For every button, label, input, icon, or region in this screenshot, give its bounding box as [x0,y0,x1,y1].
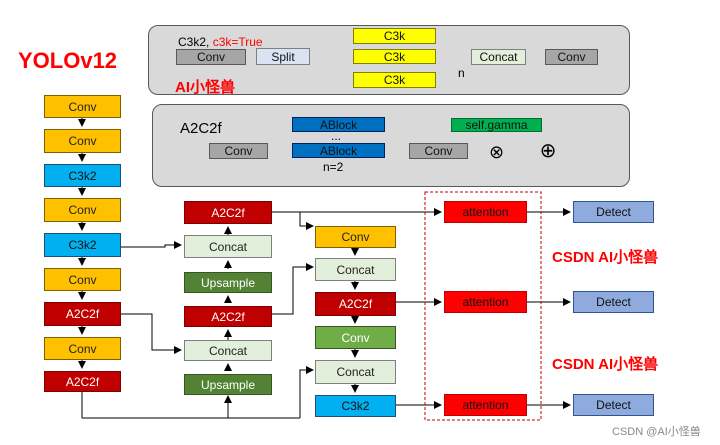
backbone-conv-5: Conv [44,337,121,360]
a2c2f-panel-title: A2C2f [180,120,222,137]
multiply-icon: ⊗ [488,141,505,162]
ablock-2: ABlock [292,143,385,158]
attention-block-1: attention [444,201,527,223]
neck-concat-2: Concat [184,340,272,361]
neck-a2c2f-mid: A2C2f [184,306,272,327]
neck-right-concat-1: Concat [315,258,396,281]
c3k-block-1: C3k [353,28,436,44]
c3k2-n-label: n [458,66,465,80]
add-icon: ⊕ [539,140,557,162]
neck-conv-2: Conv [315,326,396,349]
neck-c3k2: C3k2 [315,395,396,417]
c3k2-title-flag: c3k=True [212,35,263,49]
c3k2-conv-out-block: Conv [545,49,598,65]
c3k-block-3: C3k [353,72,436,88]
neck-upsample-1: Upsample [184,272,272,293]
backbone-conv-3: Conv [44,198,121,222]
neck-concat-1: Concat [184,235,272,258]
backbone-conv-4: Conv [44,268,121,291]
detect-block-1: Detect [573,201,654,223]
ablock-1: ABlock [292,117,385,132]
attention-block-3: attention [444,394,527,416]
attention-region [424,191,542,421]
c3k-block-2: C3k [353,49,436,64]
model-title: YOLOv12 [18,48,118,73]
self-gamma-block: self.gamma [451,118,542,132]
a2c2f-conv-out-block: Conv [409,143,468,159]
attention-block-2: attention [444,291,527,313]
backbone-a2c2f-1: A2C2f [44,302,121,326]
c3k2-conv-block: Conv [176,49,246,65]
watermark-main: AI小怪兽 [175,79,236,96]
c3k2-panel-title: C3k2, c3k=True [178,36,263,48]
watermark-csdn-1: CSDN AI小怪兽 [552,249,659,266]
detect-block-3: Detect [573,394,654,416]
backbone-c3k2-1: C3k2 [44,164,121,187]
c3k2-concat-block: Concat [471,49,526,65]
ablock-n-label: n=2 [323,160,344,174]
ablock-dots: ... [331,129,342,143]
neck-right-concat-2: Concat [315,360,396,384]
backbone-a2c2f-2: A2C2f [44,371,121,392]
a2c2f-to-conv-arrow [272,211,314,230]
c3k2-title-prefix: C3k2, [178,35,213,49]
watermark-csdn-2: CSDN AI小怪兽 [552,356,659,373]
footer-watermark: CSDN @AI小怪兽 [612,426,701,438]
detect-block-2: Detect [573,291,654,313]
neck-right-a2c2f: A2C2f [315,292,396,316]
backbone-c3k2-2: C3k2 [44,233,121,257]
neck-upsample-2: Upsample [184,374,272,395]
a2c2f-conv-in-block: Conv [209,143,268,159]
c3k2-split-block: Split [256,48,310,65]
neck-a2c2f-top: A2C2f [184,201,272,224]
backbone-conv-1: Conv [44,95,121,118]
backbone-conv-2: Conv [44,129,121,153]
neck-conv-1: Conv [315,226,396,248]
